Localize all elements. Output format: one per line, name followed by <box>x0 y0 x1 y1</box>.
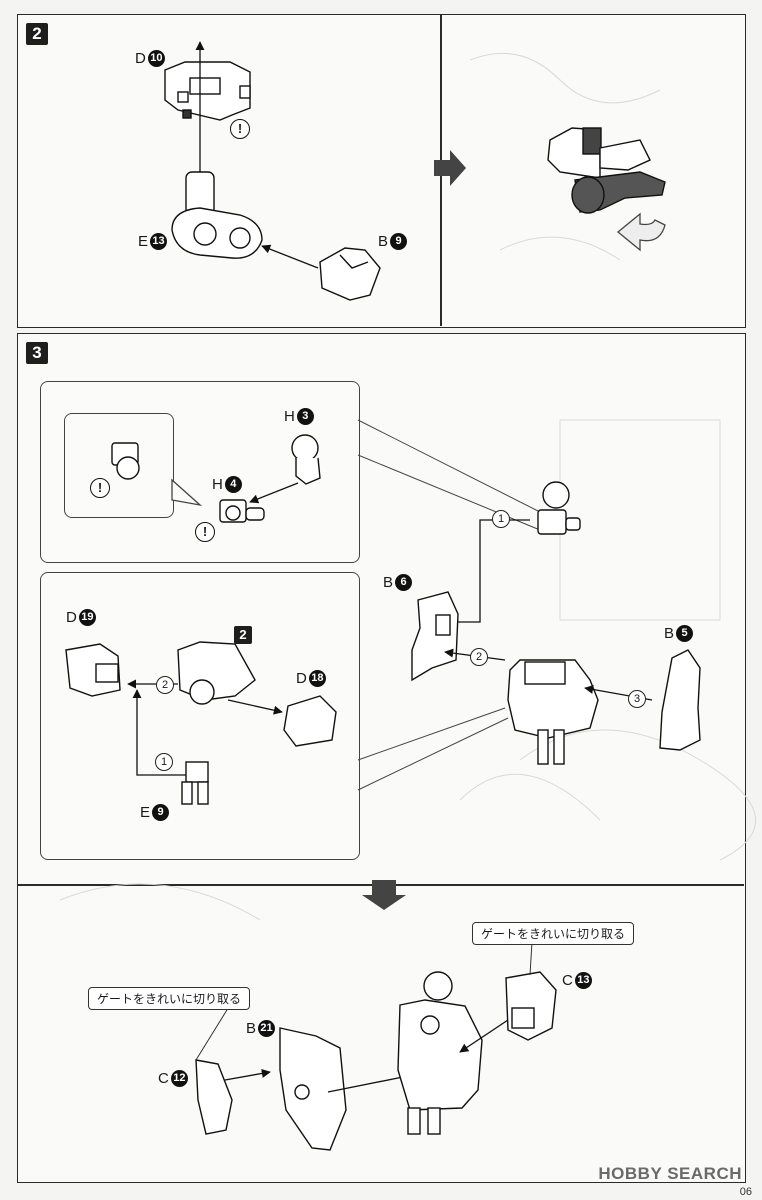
warning-icon: ! <box>90 478 110 498</box>
part-e13-drawing <box>171 171 263 259</box>
label-number: 13 <box>574 972 592 989</box>
label-number: 5 <box>676 625 694 642</box>
part-d18-drawing <box>283 695 337 747</box>
label-h4: H 4 <box>212 476 242 493</box>
label-e13: E 13 <box>138 233 168 250</box>
part-b5-drawing <box>659 649 701 751</box>
assembled-step2-drawing <box>547 127 666 214</box>
label-c13: C 13 <box>562 972 592 989</box>
label-number: 3 <box>296 408 314 425</box>
sequence-1: 1 <box>492 510 510 528</box>
label-number: 21 <box>258 1020 276 1037</box>
label-number: 18 <box>308 670 326 687</box>
label-number: 13 <box>150 233 168 250</box>
label-letter: C <box>562 972 573 989</box>
label-number: 6 <box>395 574 413 591</box>
label-letter: H <box>212 476 223 493</box>
sub-assembly-2-drawing <box>177 641 256 705</box>
step-3-badge: 3 <box>26 342 48 364</box>
label-letter: D <box>66 609 77 626</box>
part-b6-drawing <box>411 591 459 682</box>
label-d10: D 10 <box>135 50 165 67</box>
label-letter: C <box>158 1070 169 1087</box>
label-letter: B <box>246 1020 257 1037</box>
label-d18: D 18 <box>296 670 326 687</box>
step-2-badge: 2 <box>26 23 48 45</box>
torso-drawing <box>507 659 599 765</box>
label-number: 9 <box>390 233 408 250</box>
label-letter: B <box>383 574 394 591</box>
rotate-arrow-icon <box>616 212 666 252</box>
label-number: 9 <box>152 804 170 821</box>
part-d10-drawing <box>164 61 251 121</box>
label-letter: E <box>140 804 151 821</box>
warning-icon: ! <box>195 522 215 542</box>
part-e9-drawing <box>181 761 209 805</box>
label-b9: B 9 <box>378 233 408 250</box>
part-h4-drawing <box>219 499 265 523</box>
page-number: 06 <box>739 1186 752 1198</box>
sequence-5: 2 <box>156 676 174 694</box>
label-letter: H <box>284 408 295 425</box>
label-letter: B <box>664 625 675 642</box>
label-h3: H 3 <box>284 408 314 425</box>
sequence-4: 1 <box>155 753 173 771</box>
sequence-3: 3 <box>628 690 646 708</box>
final-torso-drawing <box>397 971 483 1135</box>
label-e9: E 9 <box>140 804 170 821</box>
label-c12: C 12 <box>158 1070 188 1087</box>
gate-note-left: ゲートをきれいに切り取る <box>88 987 251 1010</box>
warning-icon: ! <box>230 119 250 139</box>
step-2-panel <box>17 14 746 328</box>
label-b21: B 21 <box>246 1020 276 1037</box>
label-d19: D 19 <box>66 609 96 626</box>
sequence-2: 2 <box>470 648 488 666</box>
label-letter: D <box>296 670 307 687</box>
gate-note-right: ゲートをきれいに切り取る <box>472 922 635 945</box>
label-letter: D <box>135 50 146 67</box>
arrow-down-icon <box>362 880 406 910</box>
label-number: 12 <box>170 1070 188 1087</box>
hobby-search-watermark: HOBBY SEARCH <box>598 1164 742 1183</box>
part-d19-drawing <box>65 643 121 697</box>
label-b6: B 6 <box>383 574 413 591</box>
label-letter: B <box>378 233 389 250</box>
label-number: 10 <box>147 50 165 67</box>
arrow-right-icon <box>434 150 466 186</box>
sub-step-badge: 2 <box>234 626 252 644</box>
detail-h4-drawing <box>111 442 140 480</box>
part-c12-drawing <box>195 1059 233 1135</box>
label-number: 4 <box>224 476 242 493</box>
part-h3-drawing <box>291 434 321 485</box>
label-letter: E <box>138 233 149 250</box>
label-b5: B 5 <box>664 625 694 642</box>
part-c13-drawing <box>505 971 557 1041</box>
part-b9-drawing <box>319 247 381 301</box>
assembled-h-drawing <box>537 481 581 535</box>
label-number: 19 <box>78 609 96 626</box>
part-b21-drawing <box>279 1027 347 1151</box>
